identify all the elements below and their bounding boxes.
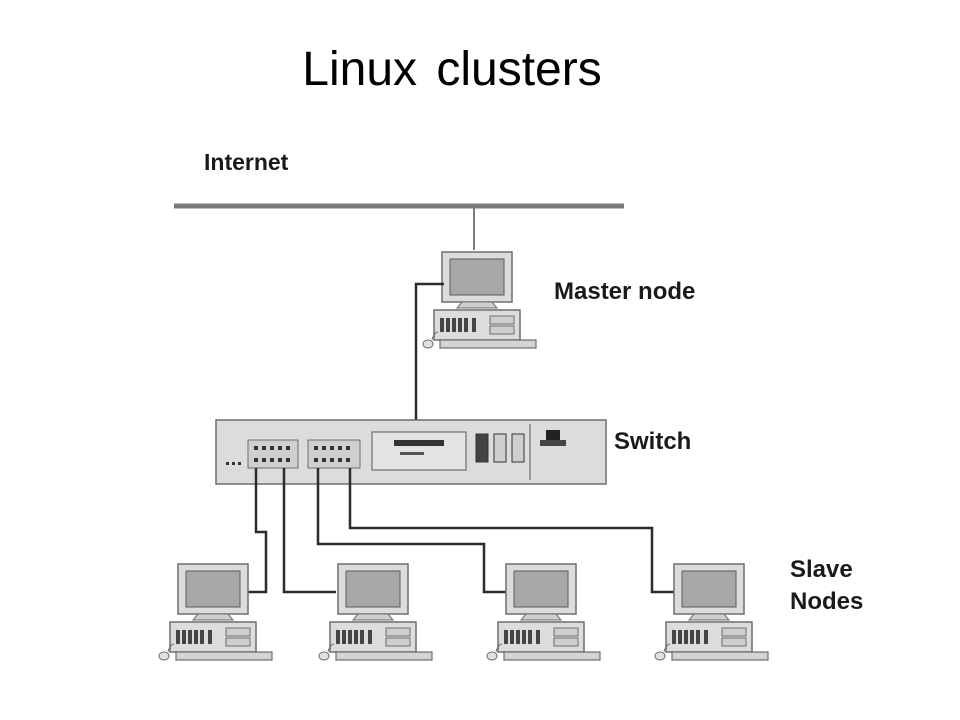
slave-node-4	[654, 563, 769, 661]
slave-nodes-label-line1: Slave	[790, 556, 853, 583]
slide-title: Linux clusters	[302, 43, 602, 96]
slave-node-1	[158, 563, 273, 661]
switch-label: Switch	[614, 428, 692, 455]
slave-nodes-label-line2: Nodes	[790, 588, 864, 615]
cable-slave-2	[282, 468, 336, 594]
cable-slave-3	[316, 468, 506, 594]
master-node-label: Master node	[554, 278, 696, 305]
master-switch-cable	[414, 282, 444, 420]
master-node-computer	[422, 251, 537, 349]
slave-nodes-label: Slave Nodes	[790, 554, 863, 618]
slave-node-2	[318, 563, 433, 661]
network-switch	[215, 419, 607, 485]
cable-slave-1	[240, 468, 268, 594]
slave-cables	[240, 468, 674, 594]
slave-node-3	[486, 563, 601, 661]
cable-slave-4	[348, 468, 674, 594]
internet-label: Internet	[204, 149, 289, 175]
